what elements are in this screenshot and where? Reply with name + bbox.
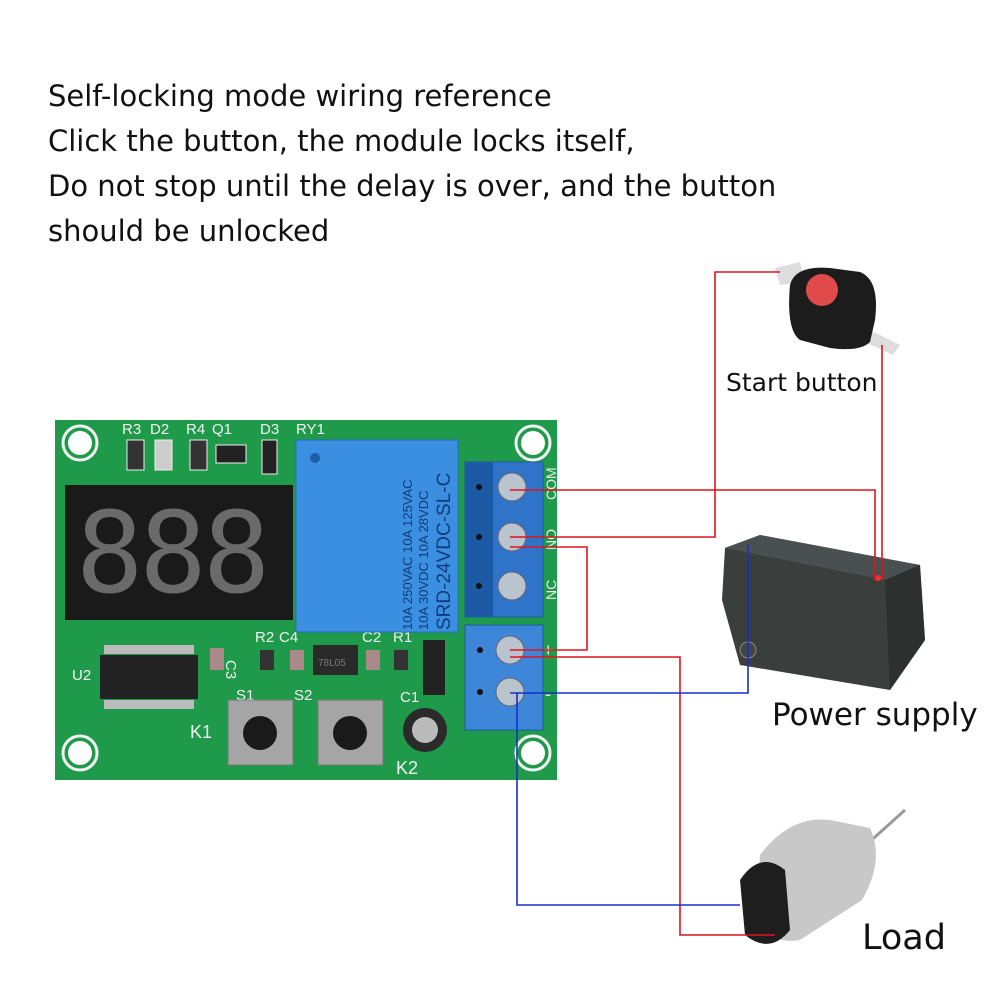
svg-text:D2: D2 [150, 421, 169, 438]
caption-line: Click the button, the module locks itsel… [48, 124, 635, 158]
wire-plus-to-load [510, 656, 775, 936]
svg-text:10A 250VAC 10A 125VAC: 10A 250VAC 10A 125VAC [400, 479, 415, 630]
wire-minus-to-load [516, 693, 740, 906]
svg-text:U2: U2 [72, 667, 91, 684]
load-label: Load [862, 918, 946, 958]
caption-line: Do not stop until the delay is over, and… [48, 169, 777, 203]
svg-text:C1: C1 [400, 689, 419, 706]
svg-text:NO: NO [543, 529, 559, 550]
caption-line: should be unlocked [48, 214, 330, 248]
wires [510, 271, 883, 936]
svg-text:K2: K2 [396, 758, 418, 778]
wire-no-to-plus [510, 546, 588, 651]
wire-com-to-battery-positive [510, 489, 876, 580]
motor-image [740, 808, 907, 944]
svg-text:C4: C4 [279, 629, 298, 646]
tactile-button-k1 [227, 699, 294, 766]
battery-image [722, 535, 925, 690]
seven-segment-display: 888 [65, 485, 293, 620]
svg-text:Q1: Q1 [212, 421, 232, 438]
svg-text:C3: C3 [222, 660, 239, 679]
svg-text:S2: S2 [294, 687, 312, 704]
ic-u2 [100, 655, 198, 699]
svg-text:R2: R2 [255, 629, 274, 646]
wire-minus-to-battery-negative [510, 545, 749, 694]
svg-text:SRD-24VDC-SL-C: SRD-24VDC-SL-C [434, 473, 455, 630]
svg-text:-: - [545, 684, 551, 704]
svg-text:COM: COM [543, 467, 559, 500]
relay: 10A 250VAC 10A 125VAC 10A 30VDC 10A 28VD… [295, 439, 459, 633]
tactile-button-k2 [317, 699, 384, 766]
power-supply-label: Power supply [772, 697, 978, 733]
svg-text:D3: D3 [260, 421, 279, 438]
silkscreen-labels: R3 D2 R4 Q1 D3 RY1 U2 R2 C4 C3 C2 R1 C1 … [72, 421, 419, 778]
start-button-label: Start button [726, 368, 878, 397]
svg-text:RY1: RY1 [296, 421, 325, 438]
relay-module-board: R3 D2 R4 Q1 D3 RY1 U2 R2 C4 C3 C2 R1 C1 … [55, 420, 559, 780]
caption: Self-locking mode wiring reference Click… [48, 74, 776, 254]
svg-text:C2: C2 [362, 629, 381, 646]
caption-line: Self-locking mode wiring reference [48, 79, 552, 113]
svg-text:10A 30VDC 10A 28VDC: 10A 30VDC 10A 28VDC [416, 491, 431, 630]
svg-text:K1: K1 [190, 722, 212, 742]
wire-no-to-start-button [510, 271, 780, 538]
svg-text:NC: NC [543, 580, 559, 600]
terminal-block-power [464, 624, 544, 731]
svg-text:R3: R3 [122, 421, 141, 438]
start-button-image [775, 262, 900, 355]
svg-text:R1: R1 [393, 629, 412, 646]
terminal-block-relay [464, 461, 544, 618]
svg-text:R4: R4 [186, 421, 205, 438]
svg-text:888: 888 [76, 489, 266, 619]
svg-text:78L05: 78L05 [318, 658, 346, 669]
